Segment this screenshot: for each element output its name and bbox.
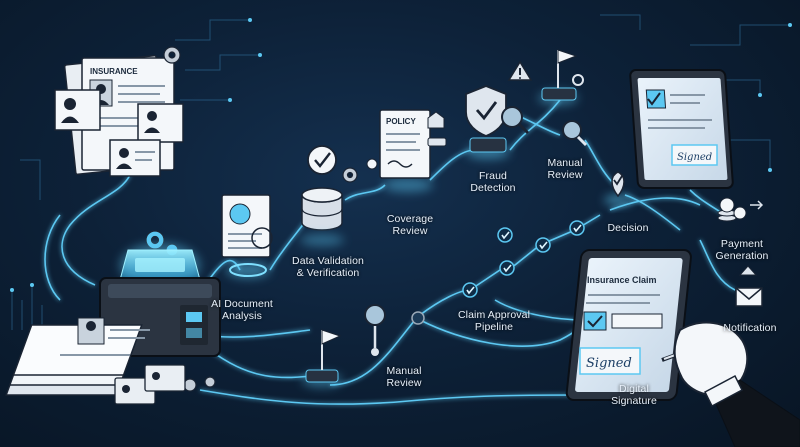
database-check-icon [300,145,344,246]
mail-alert-icon [735,265,763,307]
label-fraud-detection: Fraud Detection [470,170,516,194]
signed-tablet-icon: Signed [629,69,734,189]
magnifier-icon [364,304,386,356]
decision-pin-icon [604,171,632,205]
hand-pen-icon [661,321,800,447]
signed-text-bottom: Signed [586,356,632,371]
label-digital-signature: Digital Signature [611,383,657,407]
policy-doc-title: POLICY [386,117,416,126]
label-claim-approval-pipeline: Claim Approval Pipeline [457,309,531,333]
policy-document-icon: POLICY [366,109,447,192]
checkmark-node-icon [411,220,585,325]
label-manual-review-top: Manual Review [547,157,583,181]
signed-text-top: Signed [677,152,712,163]
signature-tablet-icon: Insurance Claim Signed [565,249,692,401]
ai-brain-document-icon [221,194,273,278]
label-manual-review-bottom: Manual Review [386,365,422,389]
coins-icon [717,197,764,222]
label-coverage-review: Coverage Review [386,213,434,237]
label-ai-document-analysis: AI Document Analysis [211,298,273,322]
magnifier-icon [562,120,588,147]
paper-stack-icon [5,317,186,405]
label-payment-generation: Payment Generation [715,238,769,262]
flag-icon [538,49,584,105]
circuit-dots [10,18,792,292]
label-data-validation: Data Validation & Verification [292,255,364,279]
tablet-title: Insurance Claim [587,275,657,285]
warning-icon [507,60,533,81]
fraud-shield-icon [465,85,530,159]
label-decision: Decision [607,222,649,234]
insurance-forms-icon: INSURANCE [54,54,184,177]
label-notification: Notification [723,322,777,334]
flag-icon [302,329,342,387]
insurance-form-title: INSURANCE [90,67,138,76]
